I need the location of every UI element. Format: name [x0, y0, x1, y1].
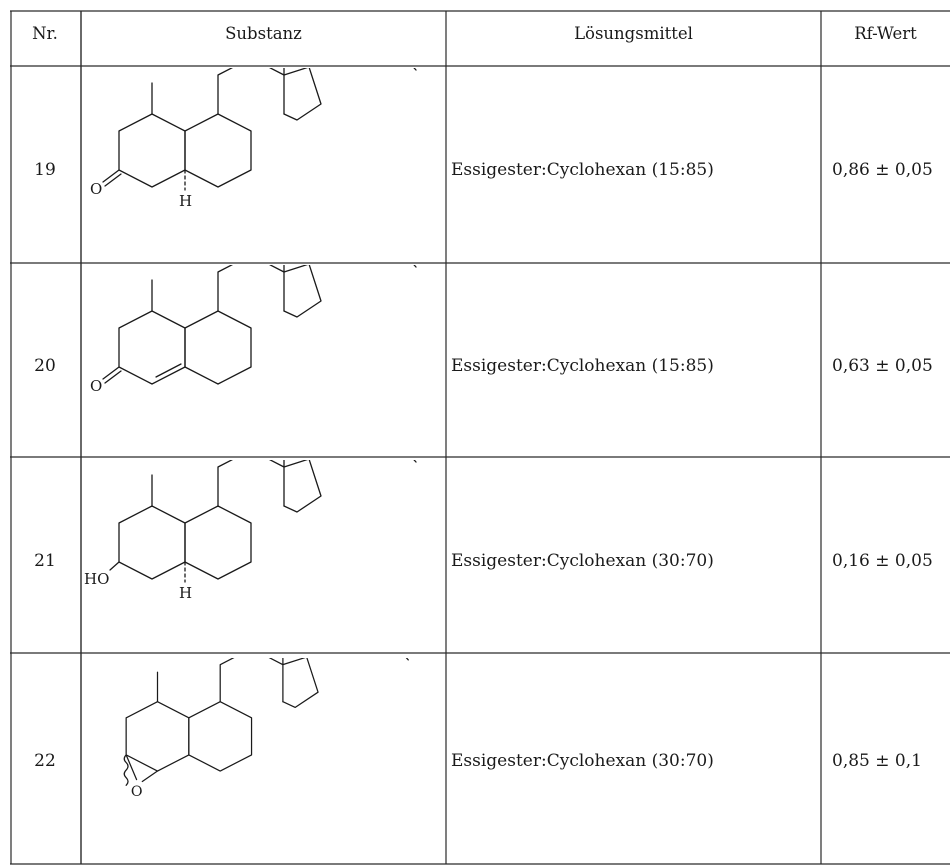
- row-21-rf: 0,16 ± 0,05: [832, 551, 933, 571]
- svg-text:O: O: [90, 377, 102, 395]
- row-21-structure: HO H: [84, 460, 417, 602]
- svg-text:H: H: [179, 584, 192, 602]
- row-22-solvent: Essigester:Cyclohexan (30:70): [451, 751, 714, 771]
- header-rf-wert: Rf-Wert: [854, 24, 917, 43]
- row-20-nr: 20: [34, 356, 56, 376]
- header-substanz: Substanz: [225, 24, 302, 43]
- row-19-rf: 0,86 ± 0,05: [832, 160, 933, 180]
- row-19-nr: 19: [34, 160, 56, 180]
- row-22-nr: 22: [34, 751, 56, 771]
- row-20-rf: 0,63 ± 0,05: [832, 356, 933, 376]
- row-19-structure: O H: [90, 68, 417, 210]
- svg-text:O: O: [131, 784, 143, 800]
- svg-text:O: O: [90, 180, 102, 198]
- header-nr: Nr.: [32, 24, 58, 43]
- row-19-solvent: Essigester:Cyclohexan (15:85): [451, 160, 714, 180]
- row-21-nr: 21: [34, 551, 56, 571]
- row-22-structure: O: [123, 658, 409, 800]
- row-20-solvent: Essigester:Cyclohexan (15:85): [451, 356, 714, 376]
- header-loesungsmittel: Lösungsmittel: [574, 24, 693, 43]
- row-21-solvent: Essigester:Cyclohexan (30:70): [451, 551, 714, 571]
- row-20-structure: O: [90, 265, 417, 395]
- row-22-rf: 0,85 ± 0,1: [832, 751, 922, 771]
- svg-text:HO: HO: [84, 570, 109, 588]
- svg-text:H: H: [179, 192, 192, 210]
